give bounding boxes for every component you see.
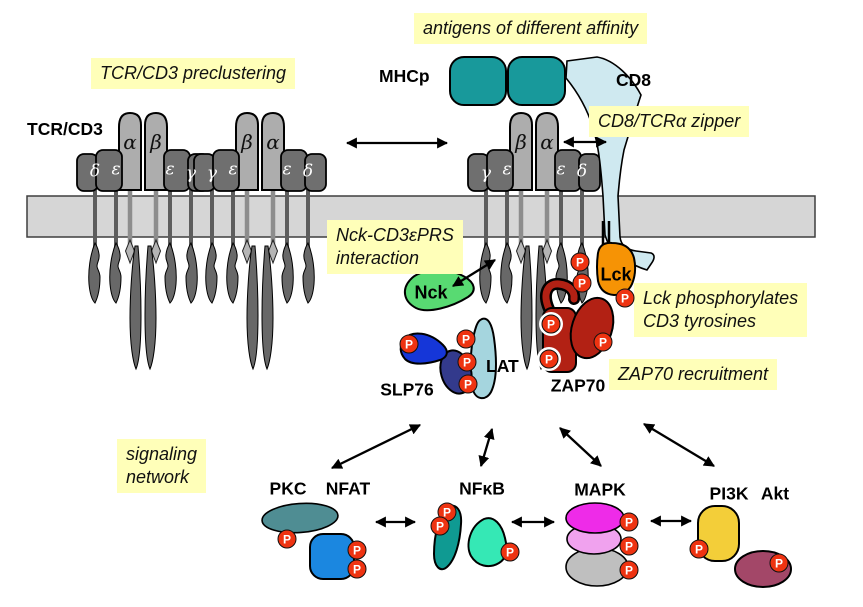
arrow-to-mapk <box>559 427 602 467</box>
mhc-domain-right <box>507 56 566 106</box>
greek-letter: α <box>123 130 137 154</box>
phospho-badge: P <box>347 540 367 560</box>
greek-letter: δ <box>576 161 588 182</box>
label-nck: Nck <box>414 282 448 303</box>
greek-letter: ε <box>228 159 238 180</box>
lck-shape <box>596 241 637 297</box>
greek-letter: ε <box>165 159 175 180</box>
greek-letter: α <box>266 130 280 154</box>
label-mhcp: MHCp <box>379 66 430 86</box>
greek-letter: ε <box>282 159 292 180</box>
phospho-badge: P <box>619 512 639 532</box>
phospho-badge: P <box>593 332 613 352</box>
mapk-top-shape <box>565 502 625 534</box>
arrow-to-pi3k <box>643 423 715 467</box>
note-preclustering-text: TCR/CD3 preclustering <box>100 63 287 83</box>
label-tcr-cd3: TCR/CD3 <box>27 119 103 139</box>
label-mapk: MAPK <box>574 479 626 500</box>
greek-letter: ε <box>502 159 512 180</box>
note-nck-line2: interaction <box>336 248 420 268</box>
phospho-badge: P <box>457 352 477 372</box>
note-signaling-line1: signaling <box>126 444 198 464</box>
greek-letter: ε <box>556 159 566 180</box>
note-zipper-text: CD8/TCRα zipper <box>598 111 741 131</box>
greek-letter: β <box>241 130 253 154</box>
label-lat: LAT <box>486 356 519 376</box>
greek-letter: ε <box>111 159 121 180</box>
label-pi3k: PI3K <box>709 483 749 504</box>
phospho-badge: P <box>619 560 639 580</box>
nfkb-partner-shape <box>467 517 508 568</box>
greek-letter: β <box>150 130 162 154</box>
note-zap70-recruitment: ZAP70 recruitment <box>609 359 778 390</box>
label-lck: Lck <box>600 264 632 285</box>
phospho-badge: P <box>619 536 639 556</box>
label-akt: Akt <box>760 483 790 504</box>
label-cd8: CD8 <box>616 70 652 90</box>
phospho-badge: P <box>769 553 789 573</box>
greek-letter: γ <box>480 163 492 184</box>
phospho-badge: P <box>570 252 590 272</box>
note-antigens-text: antigens of different affinity <box>423 18 639 38</box>
phospho-badge: P <box>539 349 559 369</box>
label-zap70: ZAP70 <box>550 375 606 396</box>
lat-shape <box>469 317 497 400</box>
note-preclustering: TCR/CD3 preclustering <box>91 58 296 89</box>
mhc-domain-left <box>449 56 507 106</box>
phospho-badge: P <box>347 559 367 579</box>
phospho-badge: P <box>456 329 476 349</box>
tcr-complex-1 <box>77 113 209 369</box>
note-antigens: antigens of different affinity <box>414 13 648 44</box>
note-lck-line2: CD3 tyrosines <box>643 311 757 331</box>
greek-letter: δ <box>89 161 101 182</box>
note-lck-phosphorylates: Lck phosphorylates CD3 tyrosines <box>634 283 808 337</box>
label-slp76: SLP76 <box>380 379 434 400</box>
label-pkc: PKC <box>269 478 307 499</box>
note-zap70-text: ZAP70 recruitment <box>618 364 769 384</box>
arrow-to-pkc-nfat <box>331 423 421 470</box>
greek-letter: β <box>515 130 527 154</box>
zap70-linker <box>542 280 578 313</box>
note-signaling-network: signaling network <box>117 439 207 493</box>
greek-letter: γ <box>206 163 218 184</box>
phospho-badge: P <box>458 374 478 394</box>
phospho-badge: P <box>430 516 450 536</box>
phospho-badge: P <box>572 273 592 293</box>
phospho-badge: P <box>541 314 561 334</box>
phospho-badge: P <box>689 539 709 559</box>
phospho-badge: P <box>500 542 520 562</box>
arrow-to-nfkb <box>478 427 495 468</box>
note-signaling-line2: network <box>126 467 190 487</box>
greek-letter: α <box>540 130 554 154</box>
pkc-shape <box>261 502 339 534</box>
tcr-complex-2 <box>194 113 326 369</box>
note-lck-line1: Lck phosphorylates <box>643 288 799 308</box>
label-nfat: NFAT <box>325 478 371 499</box>
note-zipper: CD8/TCRα zipper <box>589 106 750 137</box>
greek-letter: δ <box>302 161 314 182</box>
note-nck-line1: Nck-CD3εPRS <box>336 225 454 245</box>
phospho-badge: P <box>277 529 297 549</box>
note-nck-interaction: Nck-CD3εPRS interaction <box>327 220 463 274</box>
label-nfkb: NFκB <box>459 478 505 499</box>
phospho-badge: P <box>615 288 635 308</box>
phospho-badge: P <box>399 334 419 354</box>
greek-letter: γ <box>185 163 197 184</box>
arrow-nck-cd3 <box>452 259 496 287</box>
